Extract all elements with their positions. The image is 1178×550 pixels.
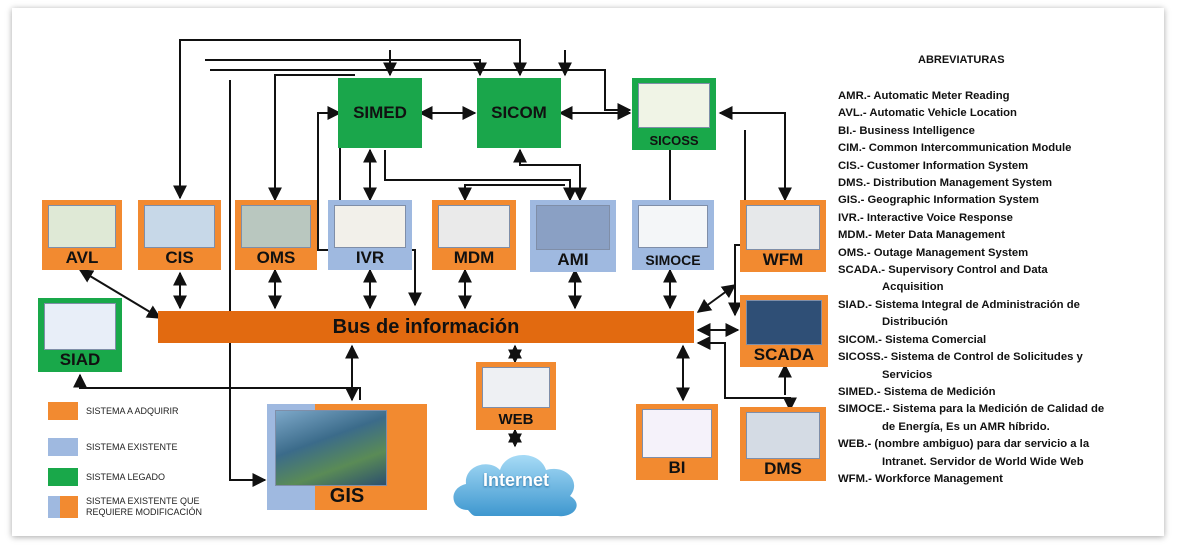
internet-cloud: Internet <box>446 440 586 522</box>
gis-node: GIS <box>267 404 427 510</box>
avl-node: AVL <box>42 200 122 270</box>
abbreviation-entry: DMS.- Distribution Management System <box>838 177 1053 190</box>
cloud-icon <box>453 455 577 517</box>
abbreviation-entry: SICOSS.- Sistema de Control de Solicitud… <box>838 351 1083 364</box>
abbreviation-entry: SICOM.- Sistema Comercial <box>838 333 987 346</box>
ami-node: AMI <box>530 200 616 272</box>
abbreviation-entry: SIAD.- Sistema Integral de Administració… <box>838 298 1080 311</box>
abbreviation-entry: SCADA.- Supervisory Control and Data <box>838 264 1048 277</box>
oms-image <box>241 205 311 248</box>
simed-node: SIMED <box>338 78 422 148</box>
simoce-node: SIMOCE <box>632 200 714 270</box>
web-label: WEB <box>498 411 534 428</box>
siad-node: SIAD <box>38 298 122 372</box>
scada-label: SCADA <box>753 345 815 364</box>
sicoss-label: SICOSS <box>649 133 699 148</box>
sicoss-node: SICOSS <box>632 78 716 150</box>
legend-label: SISTEMA EXISTENTE <box>86 441 178 452</box>
bus-label: Bus de información <box>332 315 520 338</box>
simoce-image <box>638 205 708 248</box>
wfm-image <box>746 205 820 250</box>
legend-item-existing: SISTEMA EXISTENTE <box>48 438 236 456</box>
siad-screenshot <box>44 303 116 350</box>
abbreviation-continuation: Acquisition <box>882 281 944 294</box>
abbreviation-continuation: Servicios <box>882 368 933 381</box>
legend-label: SISTEMA A ADQUIRIR <box>86 405 179 416</box>
ivr-label: IVR <box>355 248 385 267</box>
legend-item-acquire: SISTEMA A ADQUIRIR <box>48 402 236 420</box>
ivr-image <box>334 205 406 248</box>
simoce-label: SIMOCE <box>645 252 701 268</box>
dms-label: DMS <box>764 459 802 478</box>
abbreviation-entry: CIM.- Common Intercommunication Module <box>838 142 1072 155</box>
web-image <box>482 367 550 408</box>
abbreviation-continuation: Distribución <box>882 316 948 329</box>
bi-image <box>642 409 712 458</box>
cis-label: CIS <box>165 248 194 267</box>
ami-label: AMI <box>557 250 589 269</box>
bi-node: BI <box>636 404 718 480</box>
abbreviations-title: ABREVIATURAS <box>918 54 1005 66</box>
simed-label: SIMED <box>353 103 407 122</box>
abbreviation-entry: AVL.- Automatic Vehicle Location <box>838 107 1017 120</box>
gis-label: GIS <box>329 485 365 507</box>
abbreviation-continuation: de Energía, Es un AMR híbrido. <box>882 420 1050 433</box>
legend-item-modified: SISTEMA EXISTENTE QUE REQUIERE MODIFICAC… <box>48 496 226 518</box>
abbreviation-entry: WFM.- Workforce Management <box>838 472 1003 485</box>
abbreviation-entry: GIS.- Geographic Information System <box>838 194 1039 207</box>
siad-label: SIAD <box>59 350 101 369</box>
legend-swatch-mixed <box>48 496 78 518</box>
dms-node: DMS <box>740 407 826 481</box>
legend-swatch-blue <box>48 438 78 456</box>
cis-image <box>144 205 215 248</box>
sicom-label: SICOM <box>491 103 547 122</box>
abbreviation-entry: BI.- Business Intelligence <box>838 124 975 137</box>
mdm-label: MDM <box>453 248 495 267</box>
legend-swatch-orange <box>48 402 78 420</box>
abbreviation-entry: AMR.- Automatic Meter Reading <box>838 90 1010 102</box>
abbreviation-continuation: Intranet. Servidor de World Wide Web <box>882 455 1084 468</box>
mdm-node: MDM <box>432 200 516 270</box>
abbreviation-entry: MDM.- Meter Data Management <box>838 229 1005 242</box>
ami-image <box>536 205 610 250</box>
cis-node: CIS <box>138 200 221 270</box>
sicom-node: SICOM <box>477 78 561 148</box>
wfm-label: WFM <box>762 250 804 269</box>
abbreviation-entry: WEB.- (nombre ambiguo) para dar servicio… <box>838 438 1090 451</box>
legend-label: SISTEMA LEGADO <box>86 471 166 482</box>
oms-label: OMS <box>256 248 296 267</box>
scada-node: SCADA <box>740 295 828 367</box>
legend-label: SISTEMA EXISTENTE QUE REQUIERE MODIFICAC… <box>86 496 203 517</box>
abbreviation-entry: SIMED.- Sistema de Medición <box>838 385 996 398</box>
information-bus: Bus de información <box>158 311 694 343</box>
abbreviation-entry: SIMOCE.- Sistema para la Medición de Cal… <box>838 403 1105 416</box>
avl-image <box>48 205 116 248</box>
avl-label: AVL <box>65 248 99 267</box>
internet-label: Internet <box>482 470 549 490</box>
abbreviation-entry: CIS.- Customer Information System <box>838 159 1029 172</box>
abbreviation-entry: IVR.- Interactive Voice Response <box>838 211 1013 224</box>
gis-map-image <box>275 410 387 486</box>
ivr-node: IVR <box>328 200 412 270</box>
scada-image <box>746 300 822 345</box>
sicoss-screenshot <box>638 83 710 128</box>
legend-swatch-green <box>48 468 78 486</box>
abbreviation-entry: OMS.- Outage Management System <box>838 246 1029 259</box>
wfm-node: WFM <box>740 200 826 272</box>
legend-item-legacy: SISTEMA LEGADO <box>48 468 236 486</box>
oms-node: OMS <box>235 200 317 270</box>
web-node: WEB <box>476 362 556 430</box>
mdm-image <box>438 205 510 248</box>
bi-label: BI <box>668 458 686 477</box>
dms-image <box>746 412 820 459</box>
